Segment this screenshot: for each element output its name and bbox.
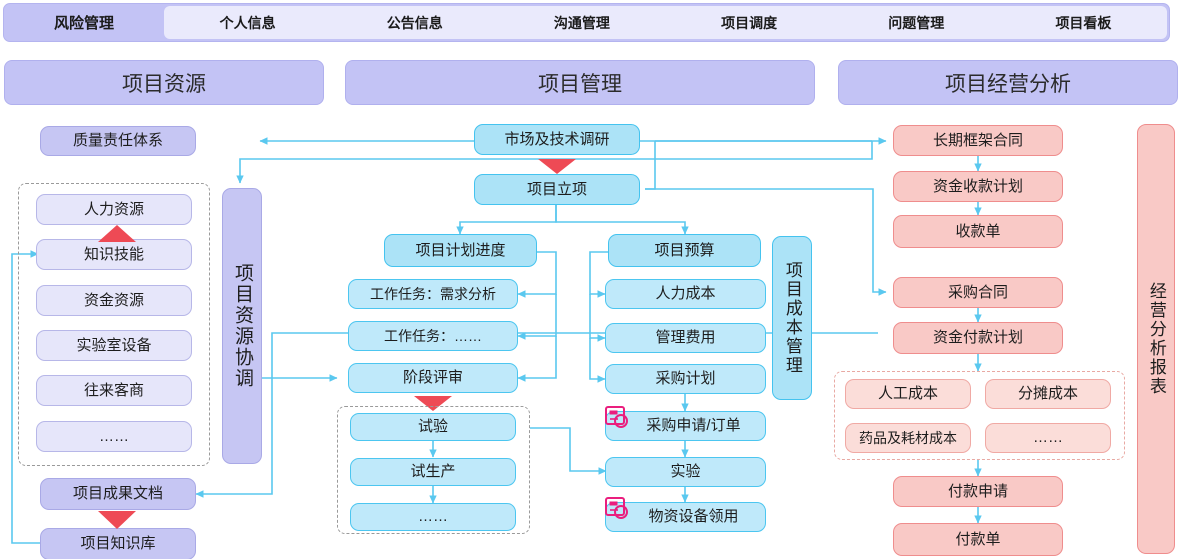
trial-group (337, 406, 530, 534)
tab-project-scheduling[interactable]: 项目调度 (721, 14, 778, 31)
node-task-requirement-analysis[interactable]: 工作任务：需求分析 (348, 279, 518, 309)
tab-personal-info[interactable]: 个人信息 (219, 14, 276, 31)
node-resource-more[interactable]: …… (36, 421, 192, 452)
node-business-analysis-report[interactable]: 经营分析报表 (1137, 124, 1175, 554)
node-manual-labor-cost[interactable]: 人工成本 (845, 379, 971, 409)
node-capital-payment-plan[interactable]: 资金付款计划 (893, 322, 1063, 354)
node-lab-equipment[interactable]: 实验室设备 (36, 330, 192, 361)
node-purchase-contract[interactable]: 采购合同 (893, 277, 1063, 308)
node-task-more[interactable]: 工作任务：…… (348, 321, 518, 351)
resource-items-group (18, 183, 210, 466)
tab-communication-mgmt[interactable]: 沟通管理 (553, 14, 610, 31)
tab-issue-management[interactable]: 问题管理 (888, 14, 945, 31)
tab-announcement-info[interactable]: 公告信息 (386, 14, 443, 31)
node-stage-review[interactable]: 阶段评审 (348, 363, 518, 393)
node-purchase-plan[interactable]: 采购计划 (605, 364, 766, 394)
node-cost-more[interactable]: …… (985, 423, 1111, 453)
document-icon (605, 497, 628, 519)
node-capital-receipt-plan[interactable]: 资金收款计划 (893, 171, 1063, 202)
node-material-equipment-requisition[interactable]: 物资设备领用 (605, 502, 766, 532)
node-purchase-request-order[interactable]: 采购申请/订单 (605, 411, 766, 441)
node-experiment[interactable]: 实验 (605, 457, 766, 487)
node-trial-more[interactable]: …… (350, 503, 516, 531)
node-trial[interactable]: 试验 (350, 413, 516, 441)
node-payment-request[interactable]: 付款申请 (893, 476, 1063, 507)
node-management-expense[interactable]: 管理费用 (605, 323, 766, 353)
node-project-cost-management[interactable]: 项目成本管理 (772, 236, 812, 400)
tab-panel: 个人信息 公告信息 沟通管理 项目调度 问题管理 项目看板 (164, 6, 1167, 39)
tab-risk-management[interactable]: 风险管理 (53, 15, 114, 32)
node-quality-responsibility-system[interactable]: 质量责任体系 (40, 126, 196, 156)
node-labor-cost[interactable]: 人力成本 (605, 279, 766, 309)
section-header-business-analysis[interactable]: 项目经营分析 (838, 60, 1178, 105)
tab-project-kanban[interactable]: 项目看板 (1055, 14, 1112, 31)
node-receipt-voucher[interactable]: 收款单 (893, 215, 1063, 248)
red-arrow-down-icon (98, 511, 136, 529)
node-market-tech-research[interactable]: 市场及技术调研 (474, 124, 640, 155)
node-payment-voucher[interactable]: 付款单 (893, 523, 1063, 556)
top-tabbar: 风险管理 个人信息 公告信息 沟通管理 项目调度 问题管理 项目看板 (3, 3, 1170, 42)
node-project-outcome-document[interactable]: 项目成果文档 (40, 478, 196, 510)
section-header-project-resource[interactable]: 项目资源 (4, 60, 324, 105)
node-capital-resource[interactable]: 资金资源 (36, 285, 192, 316)
node-project-knowledge-base[interactable]: 项目知识库 (40, 528, 196, 559)
document-icon (605, 406, 628, 428)
node-drug-consumable-cost[interactable]: 药品及耗材成本 (845, 423, 971, 453)
node-trial-production[interactable]: 试生产 (350, 458, 516, 486)
cost-breakdown-group (834, 371, 1125, 460)
node-human-resource[interactable]: 人力资源 (36, 194, 192, 225)
red-arrow-down-icon (414, 396, 452, 411)
node-long-term-framework-contract[interactable]: 长期框架合同 (893, 125, 1063, 156)
red-arrow-up-icon (98, 225, 136, 242)
node-project-resource-coordination[interactable]: 项目资源协调 (222, 188, 262, 464)
node-business-partners[interactable]: 往来客商 (36, 375, 192, 406)
section-header-project-management[interactable]: 项目管理 (345, 60, 815, 105)
node-project-plan-schedule[interactable]: 项目计划进度 (384, 234, 537, 267)
node-project-initiation[interactable]: 项目立项 (474, 174, 640, 205)
node-project-budget[interactable]: 项目预算 (608, 234, 761, 267)
node-allocated-cost[interactable]: 分摊成本 (985, 379, 1111, 409)
red-arrow-down-icon (538, 159, 576, 174)
